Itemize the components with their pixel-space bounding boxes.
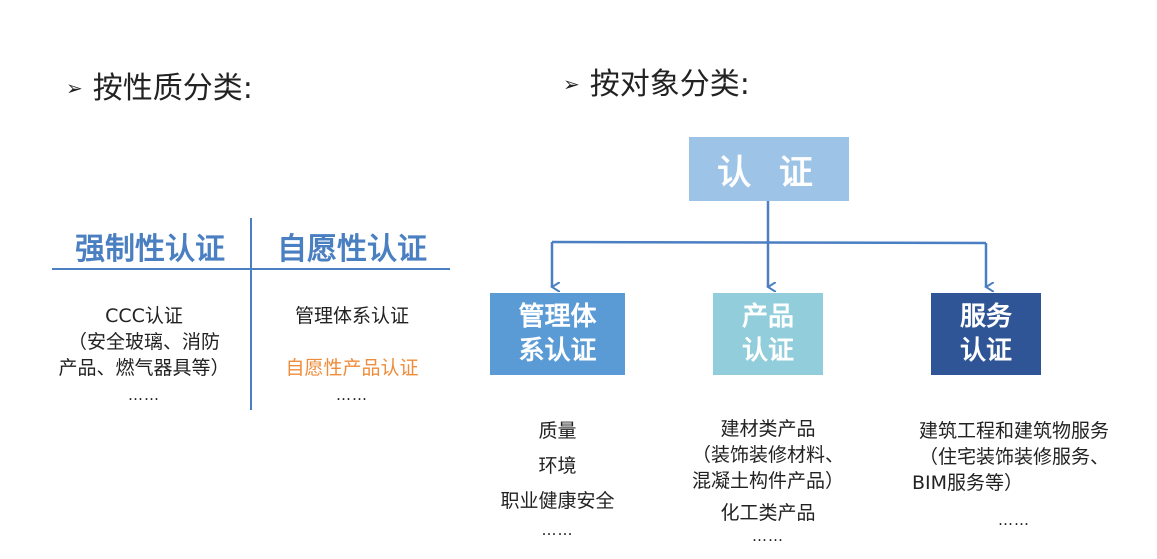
management-system-cert-box: 管理体 系认证 [490, 293, 625, 375]
voluntary-cert-content: 管理体系认证 自愿性产品认证 …… [254, 303, 450, 405]
list-item: 建材类产品 [720, 418, 816, 440]
right-heading-text: 按对象分类: [589, 67, 750, 102]
management-system-list: 质量 环境 职业健康安全 …… [470, 418, 645, 540]
table-column-divider [250, 218, 252, 410]
mandatory-cert-content: CCC认证 （安全玻璃、消防 产品、燃气器具等） …… [40, 303, 248, 405]
voluntary-line: 管理体系认证 [294, 305, 409, 327]
box-label-line: 管理体 [518, 302, 597, 332]
voluntary-ellipsis: …… [336, 386, 368, 404]
product-cert-list: 建材类产品 （装饰装修材料、 混凝土构件产品） 化工类产品 …… [680, 416, 856, 546]
voluntary-cert-header: 自愿性认证 [277, 232, 427, 267]
box-label-line: 服务 [959, 302, 1012, 332]
box-label-line: 系认证 [518, 336, 597, 366]
list-ellipsis: …… [998, 511, 1030, 529]
mandatory-ellipsis: …… [128, 386, 160, 404]
mandatory-line: CCC认证 [105, 305, 183, 327]
left-section-heading: ➢ 按性质分类: [66, 70, 253, 110]
left-heading-text: 按性质分类: [92, 71, 253, 106]
voluntary-product-cert: 自愿性产品认证 [285, 357, 419, 379]
list-ellipsis: …… [541, 521, 574, 539]
mandatory-line: 产品、燃气器具等） [58, 357, 230, 379]
list-ellipsis: …… [752, 527, 784, 545]
list-item: 建筑工程和建筑物服务 [918, 420, 1109, 442]
list-item: 环境 [538, 455, 577, 477]
box-label-line: 认证 [959, 336, 1012, 366]
right-section-heading: ➢ 按对象分类: [563, 66, 750, 106]
service-cert-list: 建筑工程和建筑物服务 （住宅装饰装修服务、 BIM服务等） …… [896, 418, 1132, 530]
list-item: 混凝土构件产品） [691, 470, 844, 492]
arrow-bullet-icon: ➢ [66, 76, 83, 100]
root-cert-box: 认 证 [689, 137, 849, 201]
list-item: （装饰装修材料、 [691, 444, 844, 466]
box-label-line: 产品 [741, 302, 794, 332]
product-cert-box: 产品 认证 [713, 293, 823, 375]
list-item: 质量 [538, 420, 577, 442]
arrow-bullet-icon: ➢ [563, 72, 580, 96]
list-item: 职业健康安全 [500, 490, 615, 512]
root-label: 认 证 [717, 152, 821, 193]
mandatory-line: （安全玻璃、消防 [67, 331, 220, 353]
mandatory-cert-header: 强制性认证 [75, 232, 225, 267]
branch-bar-line [551, 240, 987, 245]
box-label-line: 认证 [741, 336, 794, 366]
list-item: BIM服务等） [912, 472, 1024, 494]
list-item: 化工类产品 [720, 502, 816, 524]
service-cert-box: 服务 认证 [931, 293, 1041, 375]
list-item: （住宅装饰装修服务、 [918, 446, 1109, 468]
